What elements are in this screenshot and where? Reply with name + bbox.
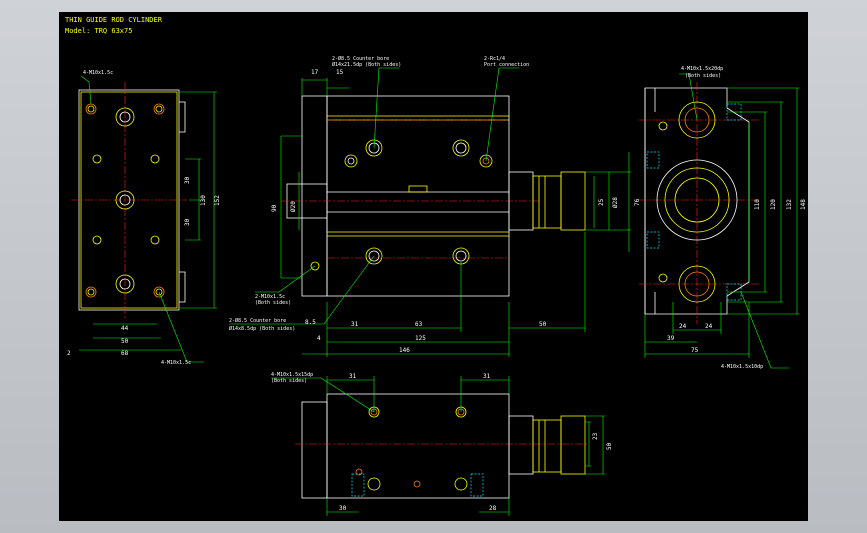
- right-view-bore: [664, 167, 730, 233]
- front-view-dim-28: Ø28: [612, 197, 619, 208]
- bottom-view-dim-23: 23: [592, 432, 599, 440]
- front-view-dim-31: 31: [351, 321, 359, 328]
- front-view-dim-4: 4: [317, 335, 321, 342]
- front-view-holes: [310, 139, 493, 271]
- cad-drawing: THIN GUIDE ROD CYLINDER Model: TRQ 63x75: [65, 16, 807, 516]
- front-view-label-plate: [408, 185, 428, 193]
- front-view-dim-15: 15: [336, 69, 344, 76]
- bottom-view-holes: [351, 406, 484, 497]
- left-view-note-top: 4-M10x1.5c: [83, 70, 113, 76]
- front-view-dim-90: 90: [271, 204, 278, 212]
- right-view-dimensions: [644, 73, 799, 369]
- right-view-note-top-sub: (Both sides): [685, 73, 721, 79]
- bottom-view-dimensions: [271, 376, 605, 516]
- left-view-dimensions: [79, 75, 217, 363]
- right-end-view: 4-M10x1.5x20dp (Both sides) 4-M10x1.5x10…: [639, 66, 807, 370]
- bottom-view-dim-31b: 31: [483, 373, 491, 380]
- right-view-dim-75: 75: [691, 347, 699, 354]
- front-view-dimensions: [229, 67, 631, 357]
- right-view-bore-outer: [656, 159, 738, 241]
- front-view-note-counterbore-bottom: 2-Ø8.5 Counter bore: [229, 317, 286, 324]
- left-end-view: 4-M10x1.5c 4-M10x1.5c 44 50 68 2 30 30 1…: [67, 70, 221, 366]
- bottom-top-view: 4-M10x1.5x15dp (Both sides) 31 31 23 50 …: [271, 372, 613, 516]
- front-view-note-counterbore-top-sub: Ø14x21.5dp (Both sides): [332, 61, 401, 68]
- left-view-flange: [179, 101, 186, 303]
- front-view-dim-20: Ø20: [290, 201, 297, 212]
- right-view-guide-bottom: [678, 265, 716, 303]
- left-view-dim-68: 68: [121, 350, 129, 357]
- left-view-dim-44: 44: [121, 325, 129, 332]
- front-view-dim-125: 125: [415, 335, 426, 342]
- bottom-view-piston: [508, 415, 586, 475]
- front-view-piston: [508, 171, 586, 231]
- front-view-note-port-sub: Port connection: [484, 62, 529, 68]
- right-view-dim-110: 110: [754, 199, 761, 210]
- left-view-dim-152: 152: [214, 195, 221, 206]
- bottom-view-dim-50: 50: [606, 442, 613, 450]
- front-side-view: 2-Ø8.5 Counter bore Ø14x21.5dp (Both sid…: [229, 55, 641, 357]
- right-view-dim-39: 39: [667, 335, 675, 342]
- front-view-dim-63: 63: [415, 321, 423, 328]
- right-view-note-bottom: 4-M10x1.5x10dp: [721, 364, 763, 370]
- right-view-dim-24a: 24: [679, 323, 687, 330]
- left-view-dim-130: 130: [200, 195, 207, 206]
- front-view-dim-8-5: 8.5: [305, 319, 316, 326]
- bottom-view-body: [326, 393, 510, 499]
- left-view-dim-30b: 30: [184, 218, 191, 226]
- drawing-title: THIN GUIDE ROD CYLINDER: [65, 16, 163, 24]
- bottom-view-plate: [301, 401, 328, 499]
- bottom-view-note: 4-M10x1.5x15dp: [271, 372, 313, 378]
- right-view-dim-148: 148: [800, 199, 807, 210]
- right-view-dim-120: 120: [770, 199, 777, 210]
- left-view-dim-30a: 30: [184, 176, 191, 184]
- front-view-note-mid-left: 2-M10x1.5c: [255, 294, 285, 300]
- right-view-dim-132: 132: [786, 199, 793, 210]
- bottom-view-dim-31a: 31: [349, 373, 357, 380]
- right-view-note-top: 4-M10x1.5x20dp: [681, 66, 723, 72]
- left-view-note-bottom: 4-M10x1.5c: [161, 360, 191, 366]
- front-view-note-port: 2-Rc1/4: [484, 56, 505, 62]
- front-view-dim-76: 76: [634, 198, 641, 206]
- front-view-dim-50: 50: [539, 321, 547, 328]
- front-view-dim-17: 17: [311, 69, 319, 76]
- front-view-note-counterbore-bottom-sub: Ø14x8.5dp (Both sides): [229, 325, 295, 332]
- front-view-note-counterbore-top: 2-Ø8.5 Counter bore: [332, 55, 389, 62]
- right-view-dim-24b: 24: [705, 323, 713, 330]
- front-view-dim-146: 146: [399, 347, 410, 354]
- right-view-guide-top: [678, 101, 716, 139]
- bottom-view-dim-28: 28: [489, 505, 497, 512]
- front-view-body: [326, 95, 510, 297]
- front-view-note-mid-left-sub: (Both sides): [255, 300, 291, 306]
- drawing-model: Model: TRQ 63x75: [65, 27, 132, 35]
- front-view-dim-25: 25: [598, 198, 605, 206]
- bottom-view-note-sub: (Both sides): [271, 378, 307, 384]
- drawing-canvas[interactable]: THIN GUIDE ROD CYLINDER Model: TRQ 63x75: [59, 12, 808, 521]
- left-view-dim-2: 2: [67, 350, 71, 357]
- left-view-dim-50: 50: [121, 338, 129, 345]
- bottom-view-dim-30: 30: [339, 505, 347, 512]
